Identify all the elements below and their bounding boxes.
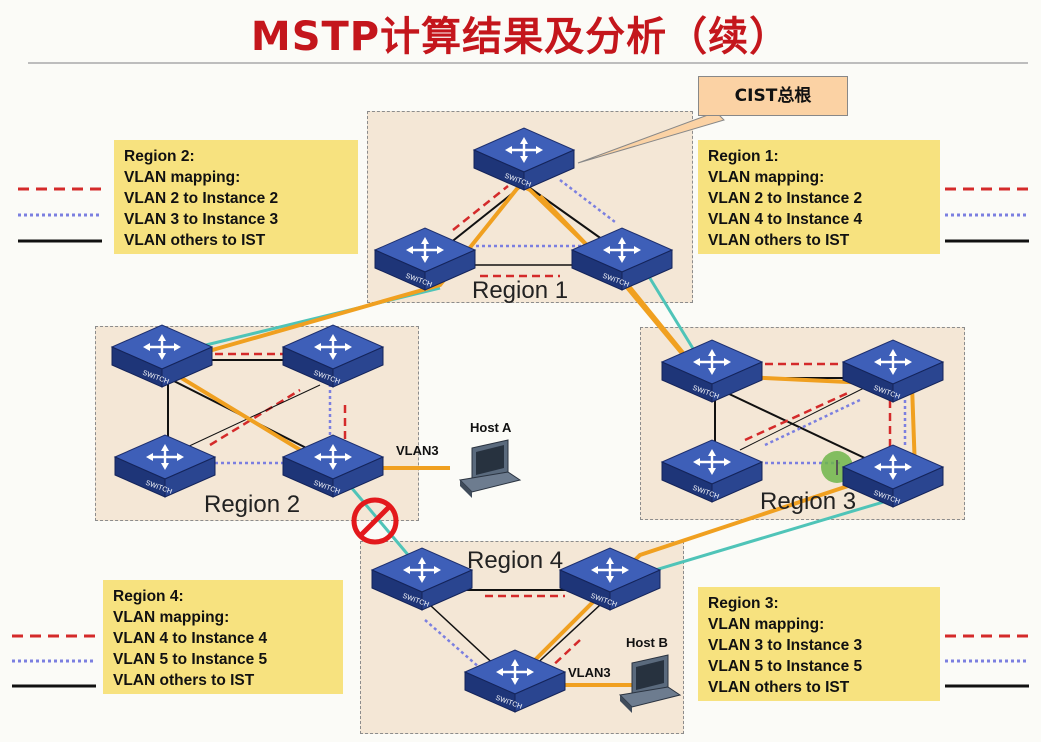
- info-line: VLAN 5 to Instance 5: [113, 651, 268, 668]
- info-line: VLAN mapping:: [708, 616, 825, 633]
- vlan-b-label: VLAN3: [568, 665, 611, 680]
- info-line: Region 3:: [708, 595, 779, 612]
- region-4-info-box: Region 4: VLAN mapping: VLAN 4 to Instan…: [103, 580, 343, 694]
- region-1-info-box: Region 1: VLAN mapping: VLAN 2 to Instan…: [698, 140, 940, 254]
- region-4-label: Region 4: [467, 547, 564, 574]
- switch-r4-bottom: SWITCH: [463, 648, 567, 714]
- legend-lines-left-bottom: [12, 634, 96, 688]
- info-line: VLAN 3 to Instance 3: [124, 211, 279, 228]
- switch-r3-bl: SWITCH: [660, 438, 764, 504]
- info-line: Region 1:: [708, 148, 779, 165]
- info-line: VLAN others to IST: [124, 232, 266, 249]
- host-b-label: Host B: [626, 635, 668, 650]
- info-line: VLAN 3 to Instance 3: [708, 637, 863, 654]
- info-line: Region 2:: [124, 148, 195, 165]
- legend-lines-right-bottom: [945, 634, 1029, 688]
- info-line: VLAN 2 to Instance 2: [124, 190, 279, 207]
- vlan-a-label: VLAN3: [396, 443, 439, 458]
- page-title: MSTP计算结果及分析（续）: [250, 14, 791, 60]
- switch-r2-tr: SWITCH: [281, 323, 385, 389]
- region-2-label: Region 2: [204, 491, 301, 518]
- cist-root-callout: CIST总根: [698, 76, 848, 116]
- info-line: VLAN 5 to Instance 5: [708, 658, 863, 675]
- region-3-label: Region 3: [760, 488, 857, 515]
- info-line: VLAN others to IST: [708, 232, 850, 249]
- region-3-info-box: Region 3: VLAN mapping: VLAN 3 to Instan…: [698, 587, 940, 701]
- switch-r4-right: SWITCH: [558, 546, 662, 612]
- switch-r4-left: SWITCH: [370, 546, 474, 612]
- host-a-icon: [458, 439, 522, 498]
- switch-r1-root: SWITCH: [472, 126, 576, 192]
- info-line: VLAN mapping:: [113, 609, 230, 626]
- switch-r1-left: SWITCH: [373, 226, 477, 292]
- switch-r3-tr: SWITCH: [841, 338, 945, 404]
- info-line: Region 4:: [113, 588, 184, 605]
- switch-r2-tl: SWITCH: [110, 323, 214, 389]
- host-b-icon: [618, 654, 682, 713]
- blocked-port-icon: [351, 497, 399, 545]
- switch-r1-right: SWITCH: [570, 226, 674, 292]
- info-line: VLAN mapping:: [124, 169, 241, 186]
- info-line: VLAN others to IST: [708, 679, 850, 696]
- info-line: VLAN 2 to Instance 2: [708, 190, 863, 207]
- callout-pointer: [577, 111, 725, 164]
- info-line: VLAN 4 to Instance 4: [113, 630, 268, 647]
- info-line: VLAN others to IST: [113, 672, 255, 689]
- switch-r2-bl: SWITCH: [113, 433, 217, 499]
- region-1-label: Region 1: [472, 277, 569, 304]
- info-line: VLAN 4 to Instance 4: [708, 211, 863, 228]
- legend-lines-left-top: [18, 187, 102, 243]
- region-2-info-box: Region 2: VLAN mapping: VLAN 2 to Instan…: [114, 140, 358, 254]
- host-a-label: Host A: [470, 420, 512, 435]
- info-line: VLAN mapping:: [708, 169, 825, 186]
- title-divider: [28, 62, 1028, 64]
- legend-lines-right-top: [945, 187, 1029, 243]
